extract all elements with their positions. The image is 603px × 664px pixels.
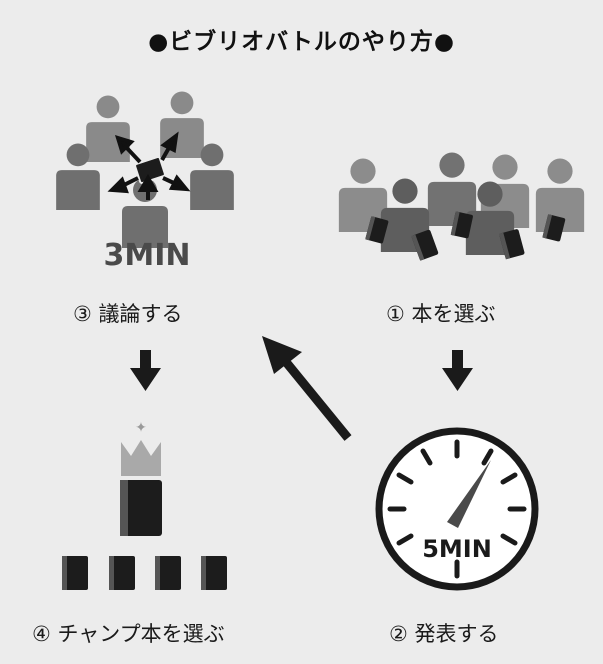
svg-text:✦: ✦: [135, 420, 147, 436]
book-row: [62, 556, 227, 590]
crowd-illustration: [338, 152, 585, 261]
flow-arrows: [130, 336, 473, 441]
crown-icon: [121, 440, 161, 476]
step-1-label: ① 本を選ぶ: [386, 302, 496, 326]
step-2-label: ② 発表する: [389, 622, 499, 646]
champion-book-icon: [120, 480, 162, 536]
presentation-timer-label: 5MIN: [422, 535, 492, 563]
step-3-label: ③ 議論する: [73, 302, 183, 326]
diagonal-arrow: [262, 336, 352, 441]
stopwatch-icon: [375, 427, 539, 591]
center-book-icon: [134, 155, 166, 185]
stopwatch-hand: [447, 460, 491, 528]
discussion-group-illustration: [56, 91, 234, 248]
participant-figures: [86, 91, 204, 162]
discussion-arrows: [107, 131, 191, 200]
diagram-title: ●ビブリオバトルのやり方●: [148, 29, 455, 55]
discussion-timer-label: 3MIN: [104, 238, 191, 273]
step-4-label: ④ チャンプ本を選ぶ: [32, 622, 225, 646]
champion-book-illustration: ✦: [62, 420, 227, 590]
down-arrow-left: [130, 350, 161, 391]
down-arrow-right: [442, 350, 473, 391]
